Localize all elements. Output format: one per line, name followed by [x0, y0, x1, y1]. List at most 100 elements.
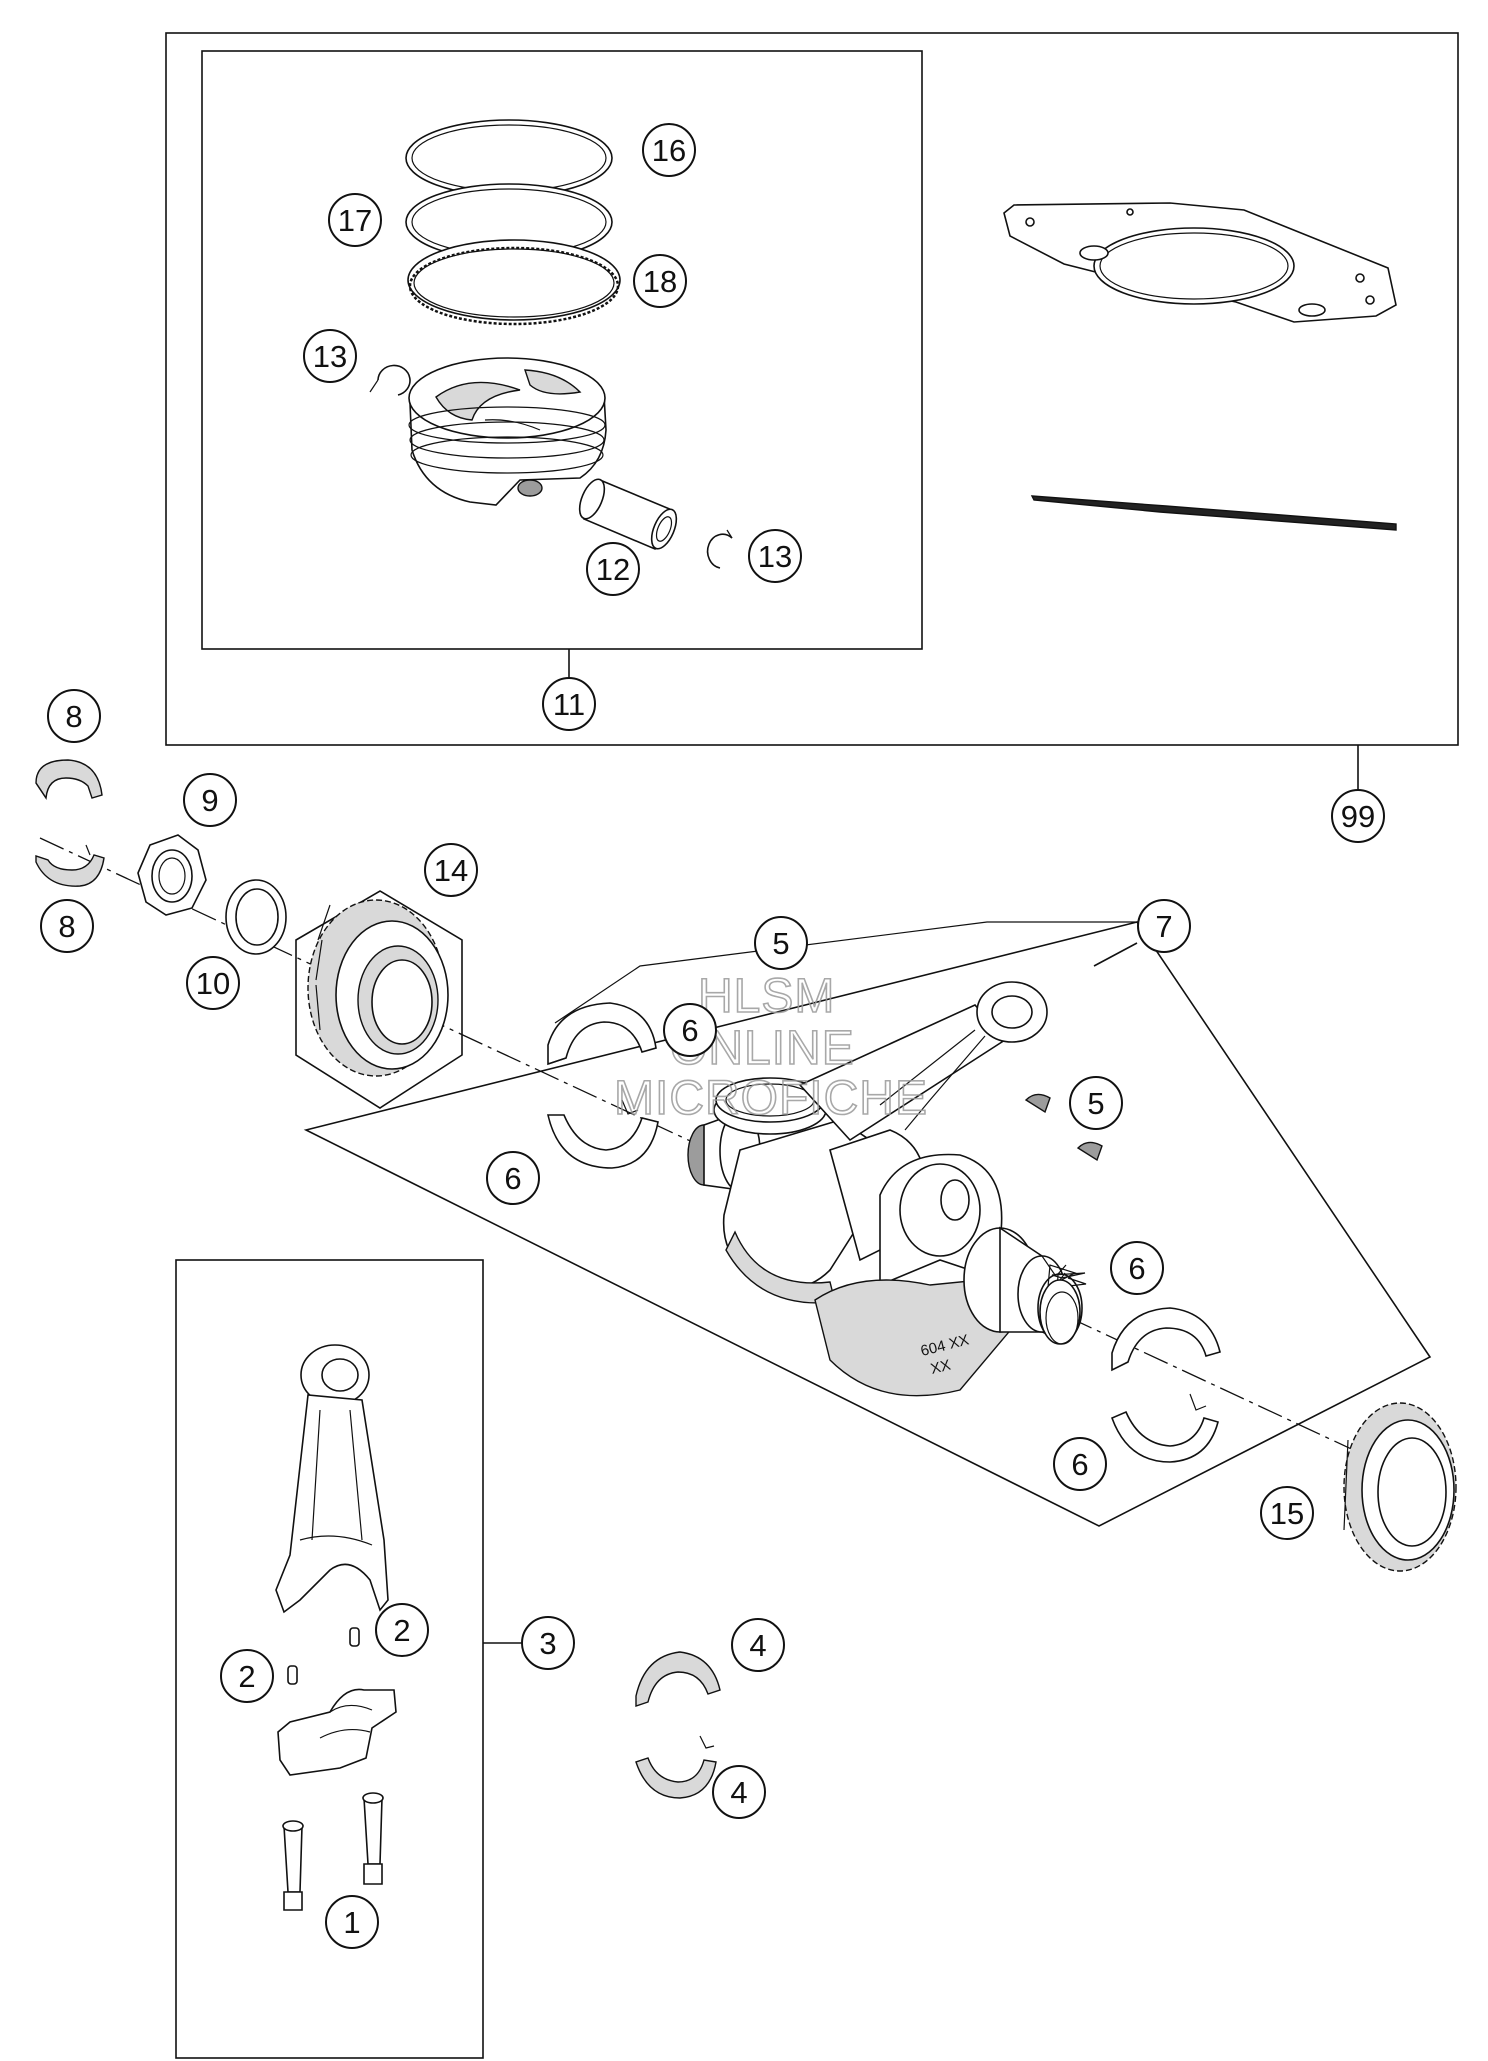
callout-circle: [1069, 1076, 1123, 1130]
crank-nut-9: [137, 834, 207, 916]
callout-c13b: 13: [748, 529, 802, 583]
callout-circle: [186, 956, 240, 1010]
callout-number: 6: [504, 1161, 521, 1196]
callout-c3: 3: [521, 1616, 575, 1670]
callout-c16: 16: [642, 123, 696, 177]
circlip-13-left: [369, 364, 411, 396]
callout-number: 6: [1128, 1251, 1145, 1286]
leader-7: [1093, 942, 1138, 967]
callout-number: 99: [1341, 799, 1375, 834]
kit-frame-99: [165, 32, 1459, 746]
callout-c7: 7: [1137, 899, 1191, 953]
callout-circle: [1053, 1437, 1107, 1491]
callout-c5a: 5: [754, 916, 808, 970]
callout-circle: [486, 1151, 540, 1205]
conrod-bolt-1-left: [282, 1820, 304, 1911]
callout-c14: 14: [424, 843, 478, 897]
callout-number: 6: [1071, 1447, 1088, 1482]
callout-c12: 12: [586, 542, 640, 596]
callout-c2a: 2: [375, 1603, 429, 1657]
callout-circle: [328, 193, 382, 247]
conrod-bearing-6-lower: [546, 1099, 659, 1169]
callout-number: 4: [749, 1628, 766, 1663]
callout-number: 5: [1087, 1086, 1104, 1121]
callout-number: 13: [758, 539, 792, 574]
callout-number: 15: [1270, 1496, 1304, 1531]
callout-circle: [731, 1618, 785, 1672]
callout-circle: [375, 1603, 429, 1657]
callout-circle: [47, 689, 101, 743]
key-5-upper: [1024, 1093, 1051, 1114]
callout-circle: [542, 677, 596, 731]
bearing-set-frame-5: [554, 921, 1137, 1024]
cylinder-head-gasket: [1003, 202, 1397, 323]
callout-circle: [754, 916, 808, 970]
callout-c13a: 13: [303, 329, 357, 383]
callout-number: 12: [596, 552, 630, 587]
watermark-line3: MICROFICHE: [614, 1072, 928, 1125]
callout-number: 6: [681, 1013, 698, 1048]
conrod-bolt-1-right: [362, 1792, 384, 1885]
callout-circle: [521, 1616, 575, 1670]
callout-c6a: 6: [663, 1003, 717, 1057]
callout-circle: [633, 254, 687, 308]
callout-c6c: 6: [1110, 1241, 1164, 1295]
callout-c18: 18: [633, 254, 687, 308]
cylinder-base-gasket: [1030, 495, 1397, 531]
callout-c6d: 6: [1053, 1437, 1107, 1491]
oil-ring-18: [407, 239, 621, 326]
main-bearing-6-lower-right: [1110, 1393, 1219, 1463]
callout-number: 7: [1155, 909, 1172, 944]
callout-c17: 17: [328, 193, 382, 247]
callout-circle: [642, 123, 696, 177]
callout-circle: [40, 899, 94, 953]
callout-circle: [712, 1765, 766, 1819]
callout-number: 2: [393, 1613, 410, 1648]
dowel-pin-2-left: [287, 1665, 298, 1685]
main-bearing-6-upper-right: [1111, 1307, 1221, 1372]
callout-c11: 11: [542, 677, 596, 731]
callout-c2b: 2: [220, 1649, 274, 1703]
callout-number: 1: [343, 1905, 360, 1940]
callout-circle: [1331, 789, 1385, 843]
callout-c15: 15: [1260, 1486, 1314, 1540]
callout-number: 16: [652, 133, 686, 168]
gear-15: [1343, 1402, 1457, 1572]
conrod: [275, 1344, 389, 1614]
watermark: HLSM ONLINE MICROFICHE: [613, 969, 928, 1126]
crankshaft: 604 XX XX: [687, 981, 1087, 1397]
dowel-pin-2-right: [349, 1627, 360, 1647]
conrod-cap: [277, 1688, 397, 1776]
callout-circle: [183, 773, 237, 827]
crank-axis-line: [39, 837, 1391, 1468]
callout-number: 11: [553, 687, 585, 722]
callout-number: 8: [65, 699, 82, 734]
watermark-line1: HLSM: [698, 970, 835, 1023]
callout-number: 10: [196, 966, 230, 1001]
callout-c8a: 8: [47, 689, 101, 743]
callout-c99: 99: [1331, 789, 1385, 843]
crank-marking-line2: XX: [929, 1357, 953, 1378]
conrod-bearing-4-upper: [635, 1651, 721, 1707]
key-5-lower: [1076, 1141, 1103, 1162]
callout-c4b: 4: [712, 1765, 766, 1819]
callout-circle: [663, 1003, 717, 1057]
piston-pin-12: [578, 478, 678, 551]
callout-c6b: 6: [486, 1151, 540, 1205]
callout-c1: 1: [325, 1895, 379, 1949]
main-bearing-shell-8-upper: [35, 759, 103, 801]
callout-number: 18: [643, 264, 677, 299]
callout-number: 13: [313, 339, 347, 374]
gear-frame-14: [295, 890, 463, 1109]
callout-number: 8: [58, 909, 75, 944]
callout-number: 14: [434, 853, 468, 888]
piston: [408, 357, 607, 506]
callout-circle: [1110, 1241, 1164, 1295]
washer-10: [225, 879, 287, 955]
callout-number: 3: [539, 1626, 556, 1661]
callout-circle: [325, 1895, 379, 1949]
conrod-bearing-4-lower: [635, 1735, 717, 1799]
callout-number: 9: [201, 783, 218, 818]
